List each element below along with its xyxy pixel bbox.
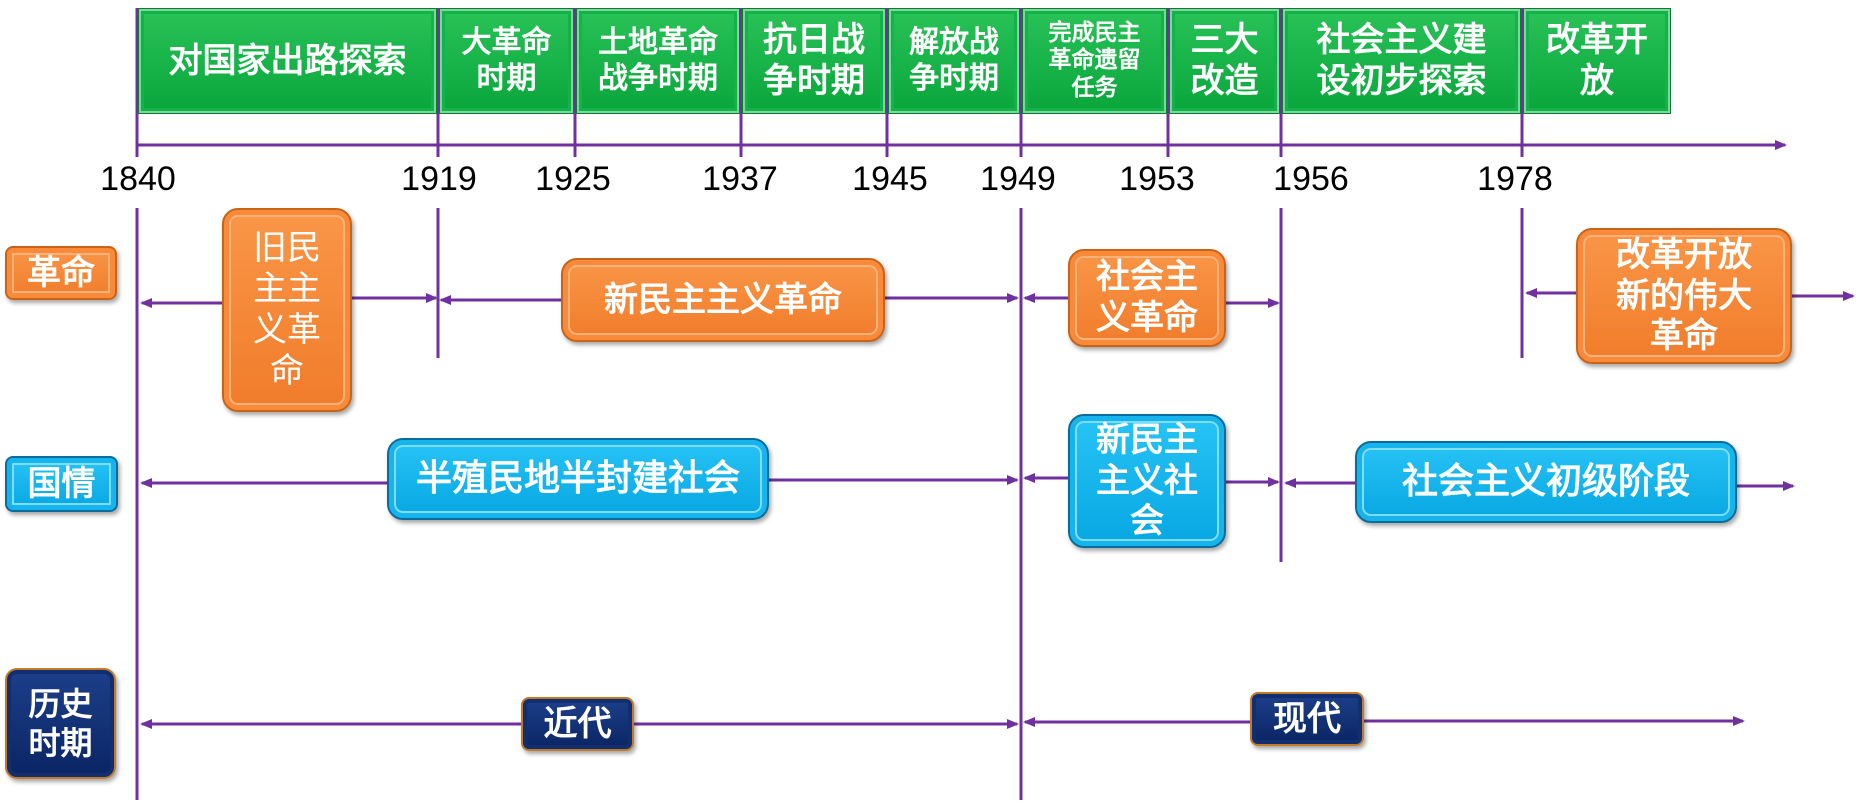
period-box: 完成民主 革命遗留 任务 <box>1022 8 1167 114</box>
row-label-national: 国情 <box>5 456 118 512</box>
year-label: 1919 <box>401 160 477 198</box>
period-box: 对国家出路探索 <box>138 8 437 114</box>
year-label: 1937 <box>702 160 778 198</box>
year-label: 1949 <box>980 160 1056 198</box>
year-label: 1840 <box>100 160 176 198</box>
national-item: 新民主 主义社 会 <box>1068 414 1226 548</box>
row-label-revolution: 革命 <box>5 246 117 300</box>
year-label: 1978 <box>1477 160 1553 198</box>
row-label-history: 历史 时期 <box>5 668 116 779</box>
period-box: 土地革命 战争时期 <box>576 8 740 114</box>
history-item: 现代 <box>1250 692 1364 746</box>
period-box: 大革命 时期 <box>439 8 574 114</box>
year-label: 1956 <box>1273 160 1349 198</box>
period-box: 三大 改造 <box>1169 8 1280 114</box>
period-box: 抗日战 争时期 <box>742 8 886 114</box>
period-box: 社会主义建 设初步探索 <box>1282 8 1521 114</box>
revolution-item: 改革开放 新的伟大 革命 <box>1576 228 1792 364</box>
year-label: 1925 <box>535 160 611 198</box>
period-box: 解放战 争时期 <box>888 8 1020 114</box>
year-label: 1953 <box>1119 160 1195 198</box>
national-item: 半殖民地半封建社会 <box>387 438 769 520</box>
year-label: 1945 <box>852 160 928 198</box>
revolution-item: 社会主 义革命 <box>1068 249 1226 347</box>
revolution-item: 旧民 主主 义革 命 <box>222 208 352 412</box>
period-box: 改革开 放 <box>1523 8 1671 114</box>
history-item: 近代 <box>521 697 634 751</box>
national-item: 社会主义初级阶段 <box>1355 441 1737 523</box>
revolution-item: 新民主主义革命 <box>561 258 885 342</box>
